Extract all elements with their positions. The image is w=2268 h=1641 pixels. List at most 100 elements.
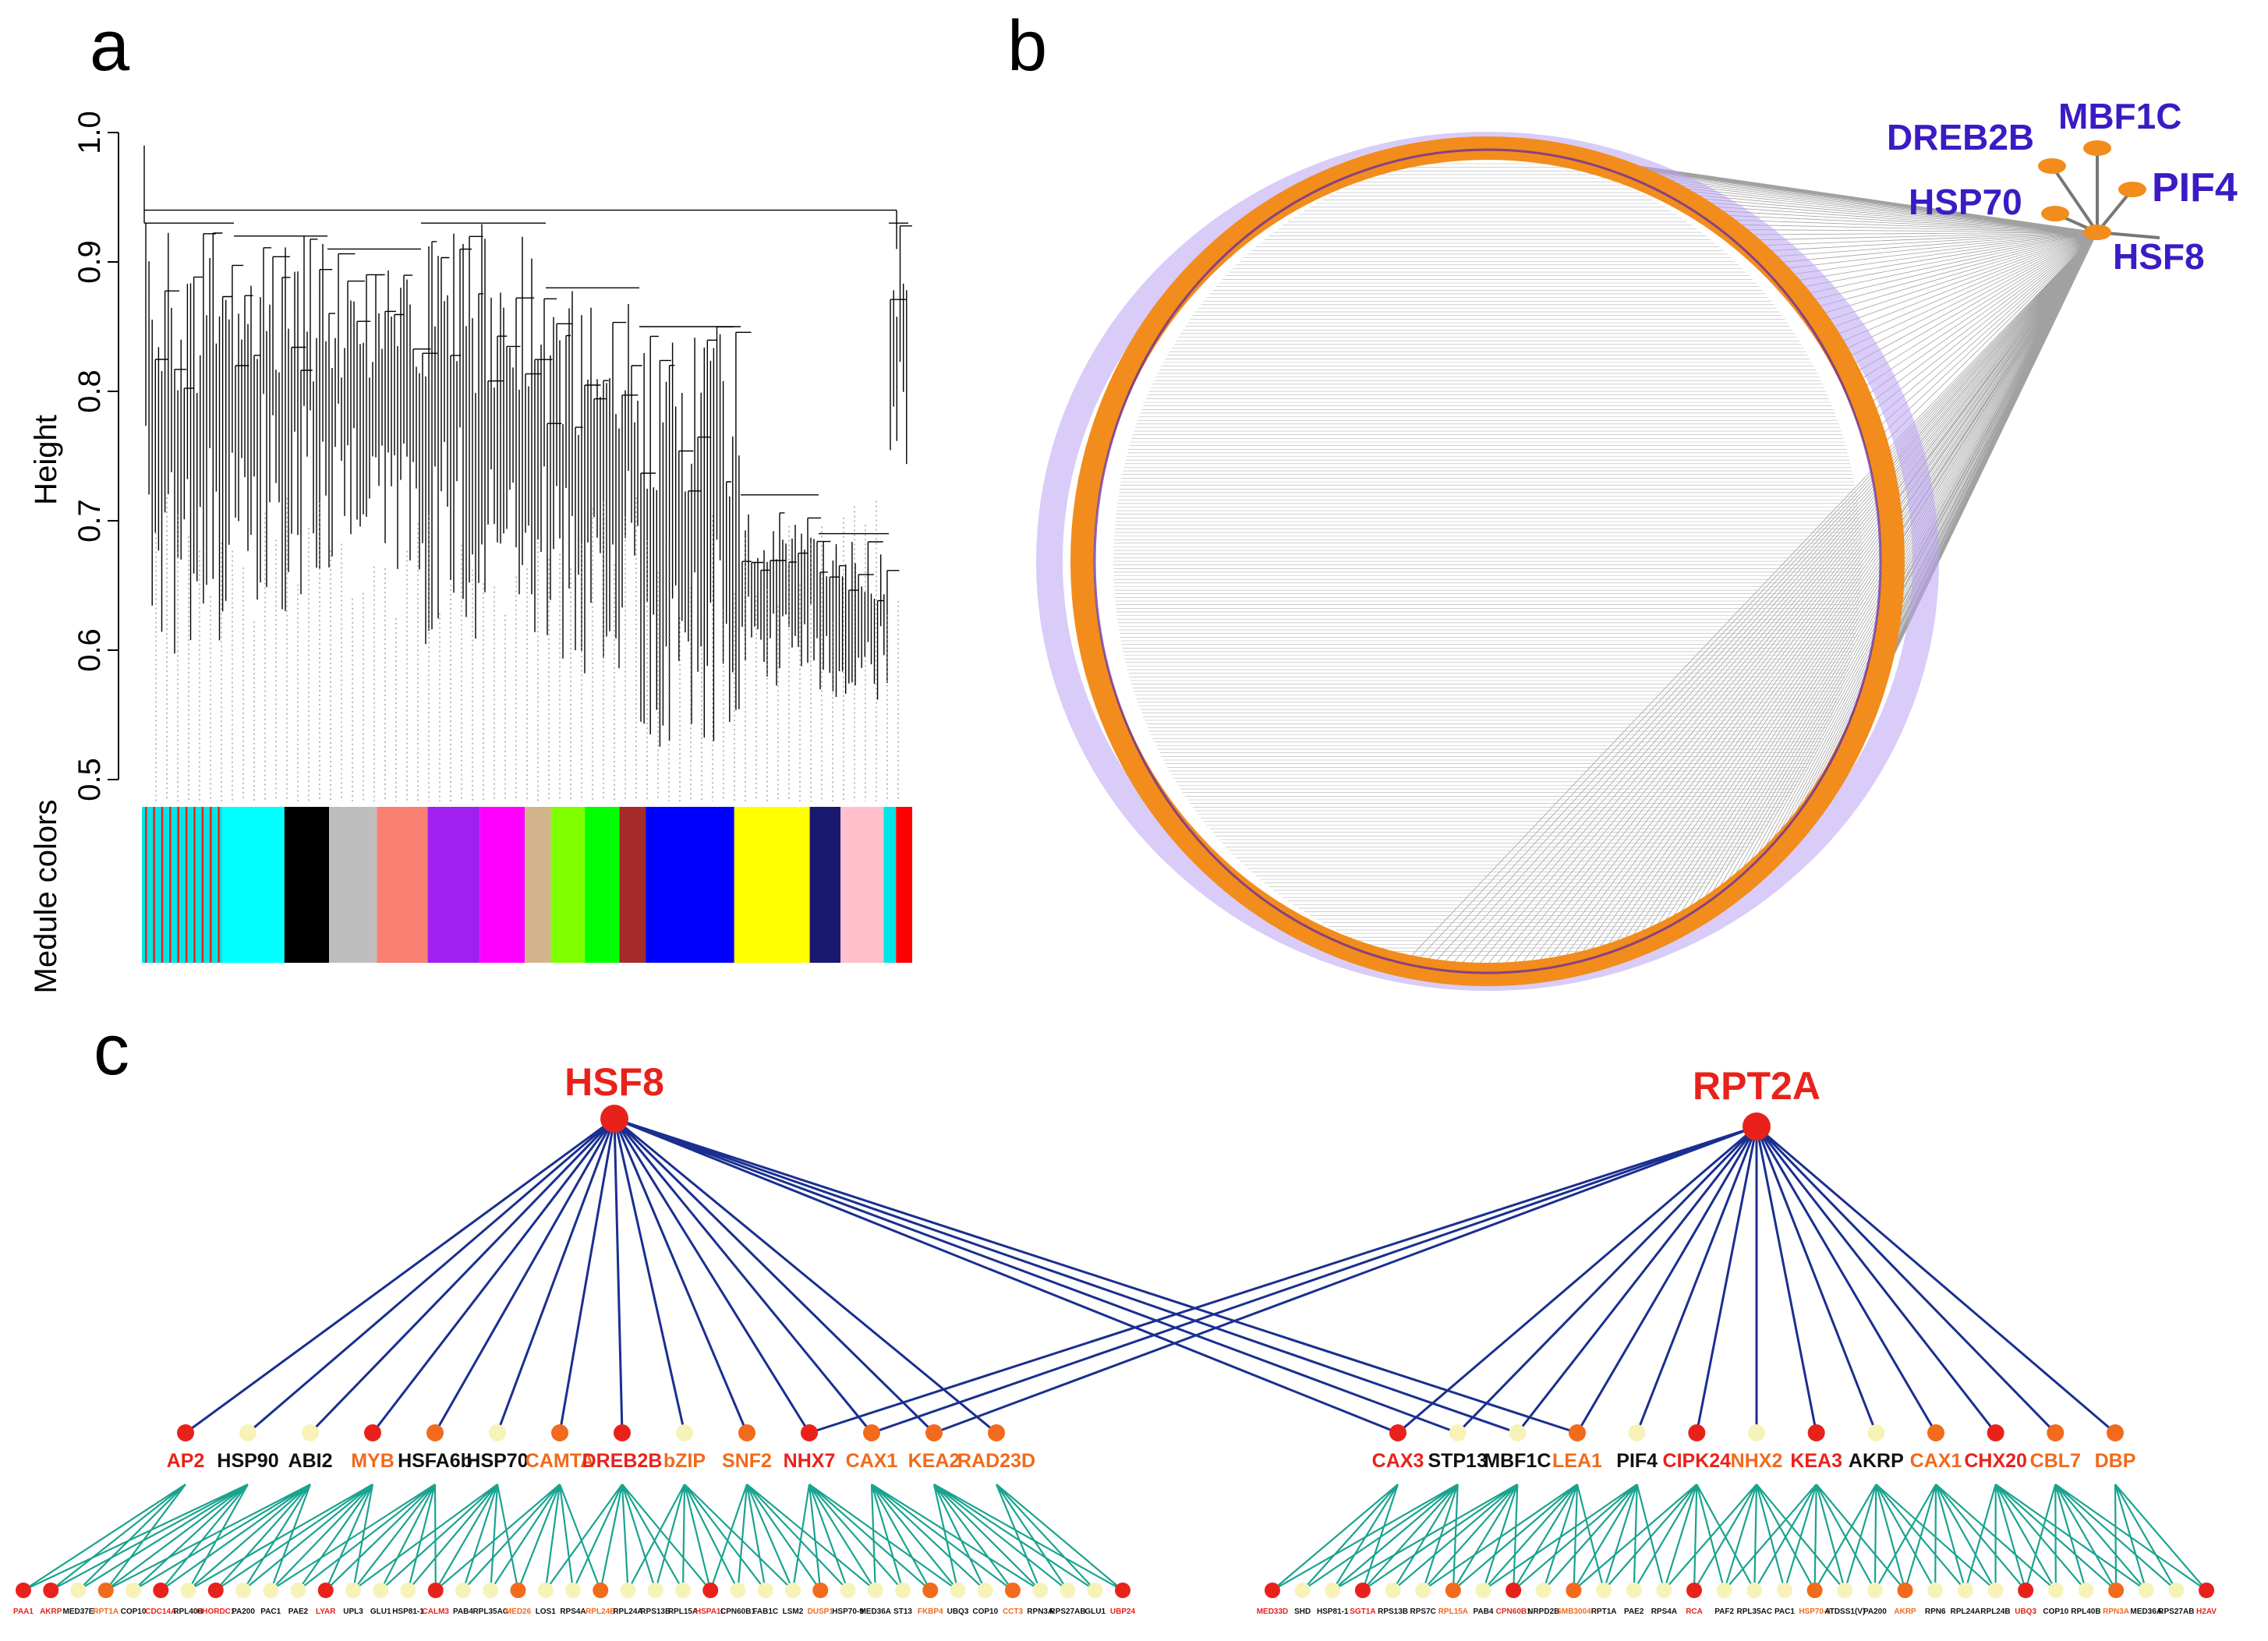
leaf-node [1115, 1583, 1130, 1598]
leaf-node [1325, 1583, 1341, 1598]
module-color-band [619, 807, 646, 963]
leaf-node [1957, 1583, 1973, 1598]
leaf-node [647, 1583, 663, 1598]
hub-title-rpt2a: RPT2A [1693, 1064, 1820, 1108]
leaf-node [1596, 1583, 1612, 1598]
module-color-stripe [201, 807, 204, 963]
leaf-label: CPN60B1 [1496, 1607, 1531, 1616]
module-color-stripe [185, 807, 188, 963]
gene-label: CBL7 [2030, 1450, 2081, 1472]
leaf-label: PAB4 [453, 1607, 473, 1616]
gene-node [738, 1424, 755, 1441]
gene-node [2047, 1424, 2065, 1441]
gene-node [1628, 1424, 1646, 1441]
leaf-node [1005, 1583, 1021, 1598]
leaf-node [1385, 1583, 1401, 1598]
gene-label: RAD23D [957, 1450, 1035, 1472]
leaf-node [97, 1583, 114, 1598]
leaf-node [1566, 1583, 1582, 1598]
hub-node-hsf8 [600, 1105, 628, 1133]
hub-label-hsp70: HSP70 [1909, 182, 2022, 222]
leaf-node [1032, 1583, 1049, 1598]
leaf-node [1475, 1583, 1491, 1598]
hub-node-rpt2a [1743, 1112, 1771, 1141]
hub-label-hsf8: HSF8 [2113, 236, 2205, 277]
hub-gene-node [2083, 225, 2111, 240]
module-color-band [809, 807, 841, 963]
leaf-label: PAF2 [1714, 1607, 1734, 1616]
leaf-label: HSPA1L [695, 1607, 726, 1616]
gene-label: ABI2 [288, 1450, 333, 1472]
gene-node [302, 1424, 319, 1441]
leaf-label: CDC14A [145, 1607, 176, 1616]
gene-label: DBP [2095, 1450, 2136, 1472]
gene-label: bZIP [663, 1450, 706, 1472]
module-color-band [479, 807, 525, 963]
gene-node [1449, 1424, 1467, 1441]
gene-label: CAX1 [1910, 1450, 1962, 1472]
leaf-node [427, 1583, 444, 1598]
leaf-label: PAA1 [13, 1607, 34, 1616]
gene-label: KEA3 [1790, 1450, 1842, 1472]
leaf-node [290, 1583, 306, 1598]
leaf-label: CALM3 [423, 1607, 450, 1616]
leaf-label: RPL24B [1980, 1607, 2010, 1616]
gene-label: STP13 [1428, 1450, 1487, 1472]
gene-node [614, 1424, 631, 1441]
leaf-node [1415, 1583, 1431, 1598]
hub-gene-node [2041, 206, 2069, 221]
leaf-node [2138, 1583, 2154, 1598]
leaf-label: RPS4A [1651, 1607, 1677, 1616]
leaf-node [235, 1583, 251, 1598]
leaf-label: RPN3A [2103, 1607, 2129, 1616]
leaf-node [565, 1583, 581, 1598]
leaf-label: RPS27AB [1049, 1607, 1085, 1616]
leaf-label: SMB3004 [1556, 1607, 1591, 1616]
leaf-node [840, 1583, 856, 1598]
a-ylabel: Height [29, 415, 63, 505]
module-color-band [377, 807, 428, 963]
hub-links [185, 1117, 2116, 1434]
hub-label-pif4: PIF4 [2152, 165, 2238, 210]
leaf-label: PA200 [1863, 1607, 1887, 1616]
leaf-node [895, 1583, 911, 1598]
hub-label-dreb2b: DREB2B [1887, 117, 2034, 157]
leaf-label: GLU1 [370, 1607, 391, 1616]
gene-label: HSFA6b [398, 1450, 472, 1472]
module-color-band [883, 807, 897, 963]
a-y-ticks: 0.50.60.70.80.91.0 [73, 111, 119, 801]
gene-node [1748, 1424, 1765, 1441]
leaf-label: MED26 [505, 1607, 532, 1616]
leaf-node [2199, 1583, 2214, 1598]
network-edges [1113, 147, 2098, 975]
module-color-band [734, 807, 810, 963]
module-color-stripe [209, 807, 212, 963]
dendrogram-branches [143, 145, 912, 747]
gene-label: PIF4 [1616, 1450, 1658, 1472]
leaf-node [263, 1583, 279, 1598]
module-color-band [284, 807, 330, 963]
panel-b-letter: b [1007, 6, 1047, 86]
hub-gene-node [2038, 158, 2066, 174]
leaf-label: HSP81-1 [1317, 1607, 1349, 1616]
a-tick-label: 0.7 [73, 499, 107, 543]
gene-label: KEA2 [908, 1450, 961, 1472]
leaf-node [180, 1583, 196, 1598]
gene-label: HSP90 [217, 1450, 278, 1472]
gene-node [863, 1424, 880, 1441]
module-color-stripe [193, 807, 196, 963]
leaf-node [2078, 1583, 2094, 1598]
gene-label: NHX2 [1731, 1450, 1783, 1472]
module-color-band [646, 807, 734, 963]
colorbar-label: Medule colors [29, 799, 63, 993]
leaf-node [483, 1583, 499, 1598]
leaf-label: LYAR [316, 1607, 336, 1616]
leaf-label: RCA [1686, 1607, 1703, 1616]
leaf-node [1087, 1583, 1103, 1598]
leaf-node [1716, 1583, 1732, 1598]
leaf-node [1265, 1583, 1280, 1598]
leaf-node [2168, 1583, 2185, 1598]
gene-label: LEA1 [1552, 1450, 1602, 1472]
